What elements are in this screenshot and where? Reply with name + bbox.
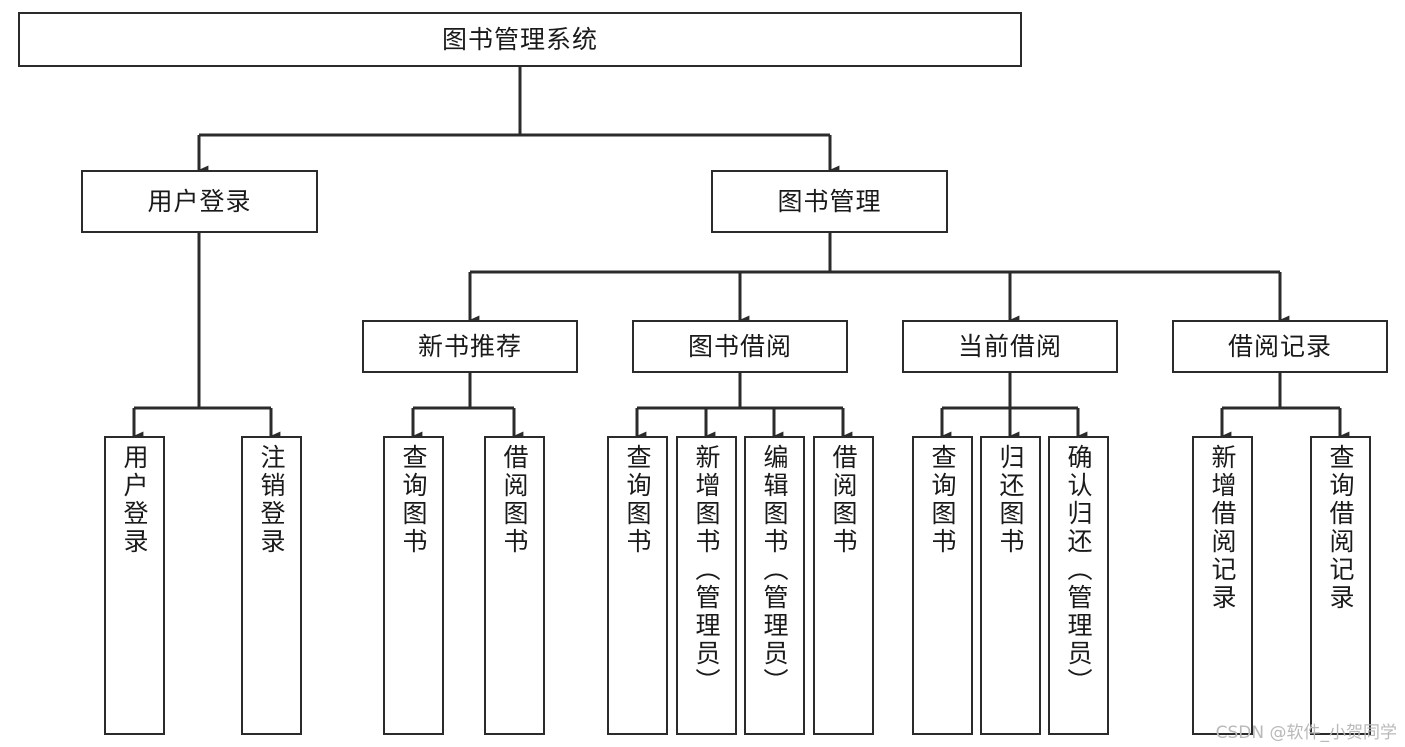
node-borrow-record[interactable]: 借阅记录 bbox=[1172, 320, 1388, 373]
node-leaf-return-book[interactable]: 归还图书 bbox=[980, 436, 1041, 735]
node-leaf-confirm-return[interactable]: 确认归还（管理员） bbox=[1048, 436, 1109, 735]
node-current-borrow[interactable]: 当前借阅 bbox=[902, 320, 1118, 373]
node-book-manage[interactable]: 图书管理 bbox=[711, 170, 948, 233]
node-new-book-recommend-label: 新书推荐 bbox=[417, 332, 522, 361]
node-leaf-logout-label: 注销登录 bbox=[257, 444, 286, 556]
node-leaf-borrow-book-2[interactable]: 借阅图书 bbox=[813, 436, 874, 735]
node-leaf-query-book-1-label: 查询图书 bbox=[399, 444, 428, 556]
watermark-text: CSDN @软件_小贺同学 bbox=[1215, 723, 1397, 743]
node-leaf-logout[interactable]: 注销登录 bbox=[241, 436, 302, 735]
node-leaf-borrow-book-2-label: 借阅图书 bbox=[829, 444, 858, 556]
node-book-manage-label: 图书管理 bbox=[777, 187, 882, 216]
node-leaf-user-login[interactable]: 用户登录 bbox=[104, 436, 165, 735]
node-leaf-query-book-3[interactable]: 查询图书 bbox=[912, 436, 973, 735]
node-leaf-add-book[interactable]: 新增图书（管理员） bbox=[676, 436, 737, 735]
node-user-login-label: 用户登录 bbox=[147, 187, 252, 216]
node-book-borrow-label: 图书借阅 bbox=[687, 332, 792, 361]
node-leaf-return-book-label: 归还图书 bbox=[996, 444, 1025, 556]
node-leaf-confirm-return-label: 确认归还（管理员） bbox=[1064, 444, 1093, 696]
node-leaf-borrow-book-1-label: 借阅图书 bbox=[500, 444, 529, 556]
node-leaf-edit-book[interactable]: 编辑图书（管理员） bbox=[744, 436, 805, 735]
node-leaf-add-record[interactable]: 新增借阅记录 bbox=[1192, 436, 1253, 735]
node-book-borrow[interactable]: 图书借阅 bbox=[632, 320, 848, 373]
node-leaf-add-record-label: 新增借阅记录 bbox=[1208, 444, 1237, 612]
node-leaf-query-book-2[interactable]: 查询图书 bbox=[607, 436, 668, 735]
node-leaf-query-record[interactable]: 查询借阅记录 bbox=[1310, 436, 1371, 735]
node-new-book-recommend[interactable]: 新书推荐 bbox=[362, 320, 578, 373]
node-leaf-query-book-2-label: 查询图书 bbox=[623, 444, 652, 556]
node-current-borrow-label: 当前借阅 bbox=[957, 332, 1062, 361]
node-leaf-user-login-label: 用户登录 bbox=[120, 444, 149, 556]
node-leaf-query-book-3-label: 查询图书 bbox=[928, 444, 957, 556]
node-leaf-edit-book-label: 编辑图书（管理员） bbox=[760, 444, 789, 696]
node-user-login[interactable]: 用户登录 bbox=[81, 170, 318, 233]
node-borrow-record-label: 借阅记录 bbox=[1227, 332, 1332, 361]
node-leaf-query-record-label: 查询借阅记录 bbox=[1326, 444, 1355, 612]
node-leaf-borrow-book-1[interactable]: 借阅图书 bbox=[484, 436, 545, 735]
node-root-label: 图书管理系统 bbox=[441, 25, 598, 54]
node-root[interactable]: 图书管理系统 bbox=[18, 12, 1022, 67]
node-leaf-query-book-1[interactable]: 查询图书 bbox=[383, 436, 444, 735]
node-leaf-add-book-label: 新增图书（管理员） bbox=[692, 444, 721, 696]
